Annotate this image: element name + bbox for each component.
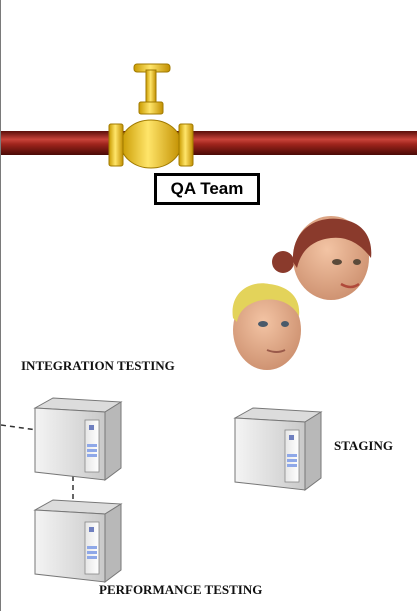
integration-testing-label: INTEGRATION TESTING	[21, 358, 175, 373]
tester-face-man-icon	[232, 283, 301, 370]
pipe-valve-icon	[108, 63, 194, 169]
network-connectors	[1, 424, 74, 502]
server-staging-icon	[234, 407, 322, 491]
staging-label: STAGING	[334, 438, 393, 453]
tester-face-woman-icon	[272, 216, 372, 300]
server-performance-icon	[34, 499, 122, 583]
qa-team-label: QA Team	[154, 173, 260, 205]
server-integration-icon	[34, 397, 122, 481]
pipe-line	[1, 131, 417, 155]
performance-testing-label: PERFORMANCE TESTING	[99, 582, 263, 597]
